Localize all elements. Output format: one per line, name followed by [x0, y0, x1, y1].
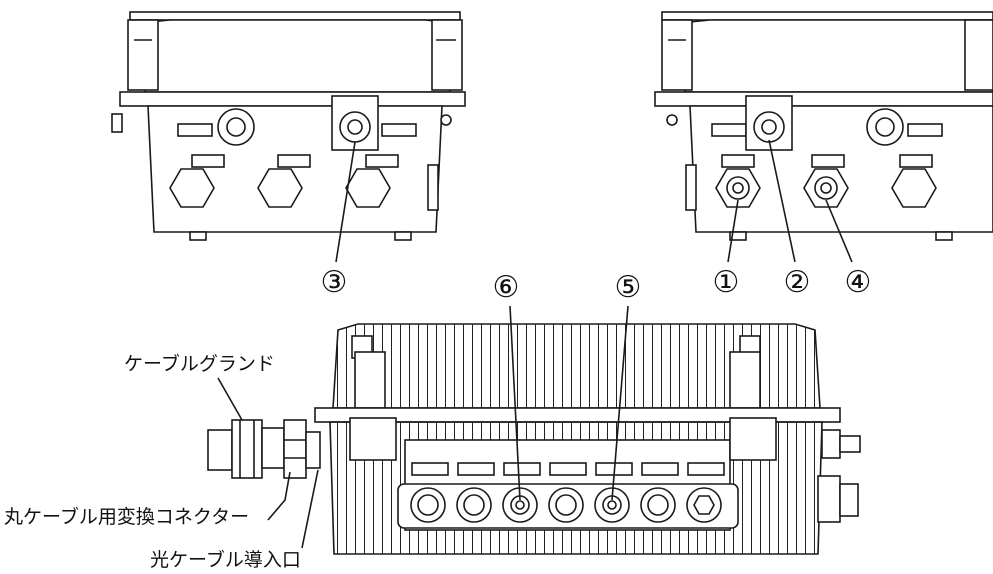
bottom-enclosure — [207, 323, 861, 555]
callout-line-6 — [509, 305, 521, 501]
top-right-enclosure — [654, 11, 993, 241]
callout-6: ⑥ — [492, 270, 520, 305]
leader-optical-cable-inlet — [301, 469, 319, 549]
callout-1: ① — [712, 265, 740, 300]
top-left-enclosure — [111, 11, 466, 241]
label-cable-gland: ケーブルグランド — [124, 353, 275, 375]
label-optical-cable-inlet: 光ケーブル導入口 — [150, 549, 301, 571]
callout-line-2 — [768, 139, 796, 263]
callout-2: ② — [783, 265, 811, 300]
leader-cable-gland — [217, 377, 243, 421]
callout-5: ⑤ — [614, 270, 642, 305]
callout-3: ③ — [320, 265, 348, 300]
label-round-cable-adapter: 丸ケーブル用変換コネクター — [4, 506, 250, 528]
callout-line-3 — [335, 141, 356, 263]
leader-round-cable-adapter — [267, 471, 291, 521]
callout-4: ④ — [844, 265, 872, 300]
callout-line-4 — [825, 199, 853, 263]
callout-line-1 — [727, 199, 739, 263]
callout-line-5 — [611, 305, 629, 501]
